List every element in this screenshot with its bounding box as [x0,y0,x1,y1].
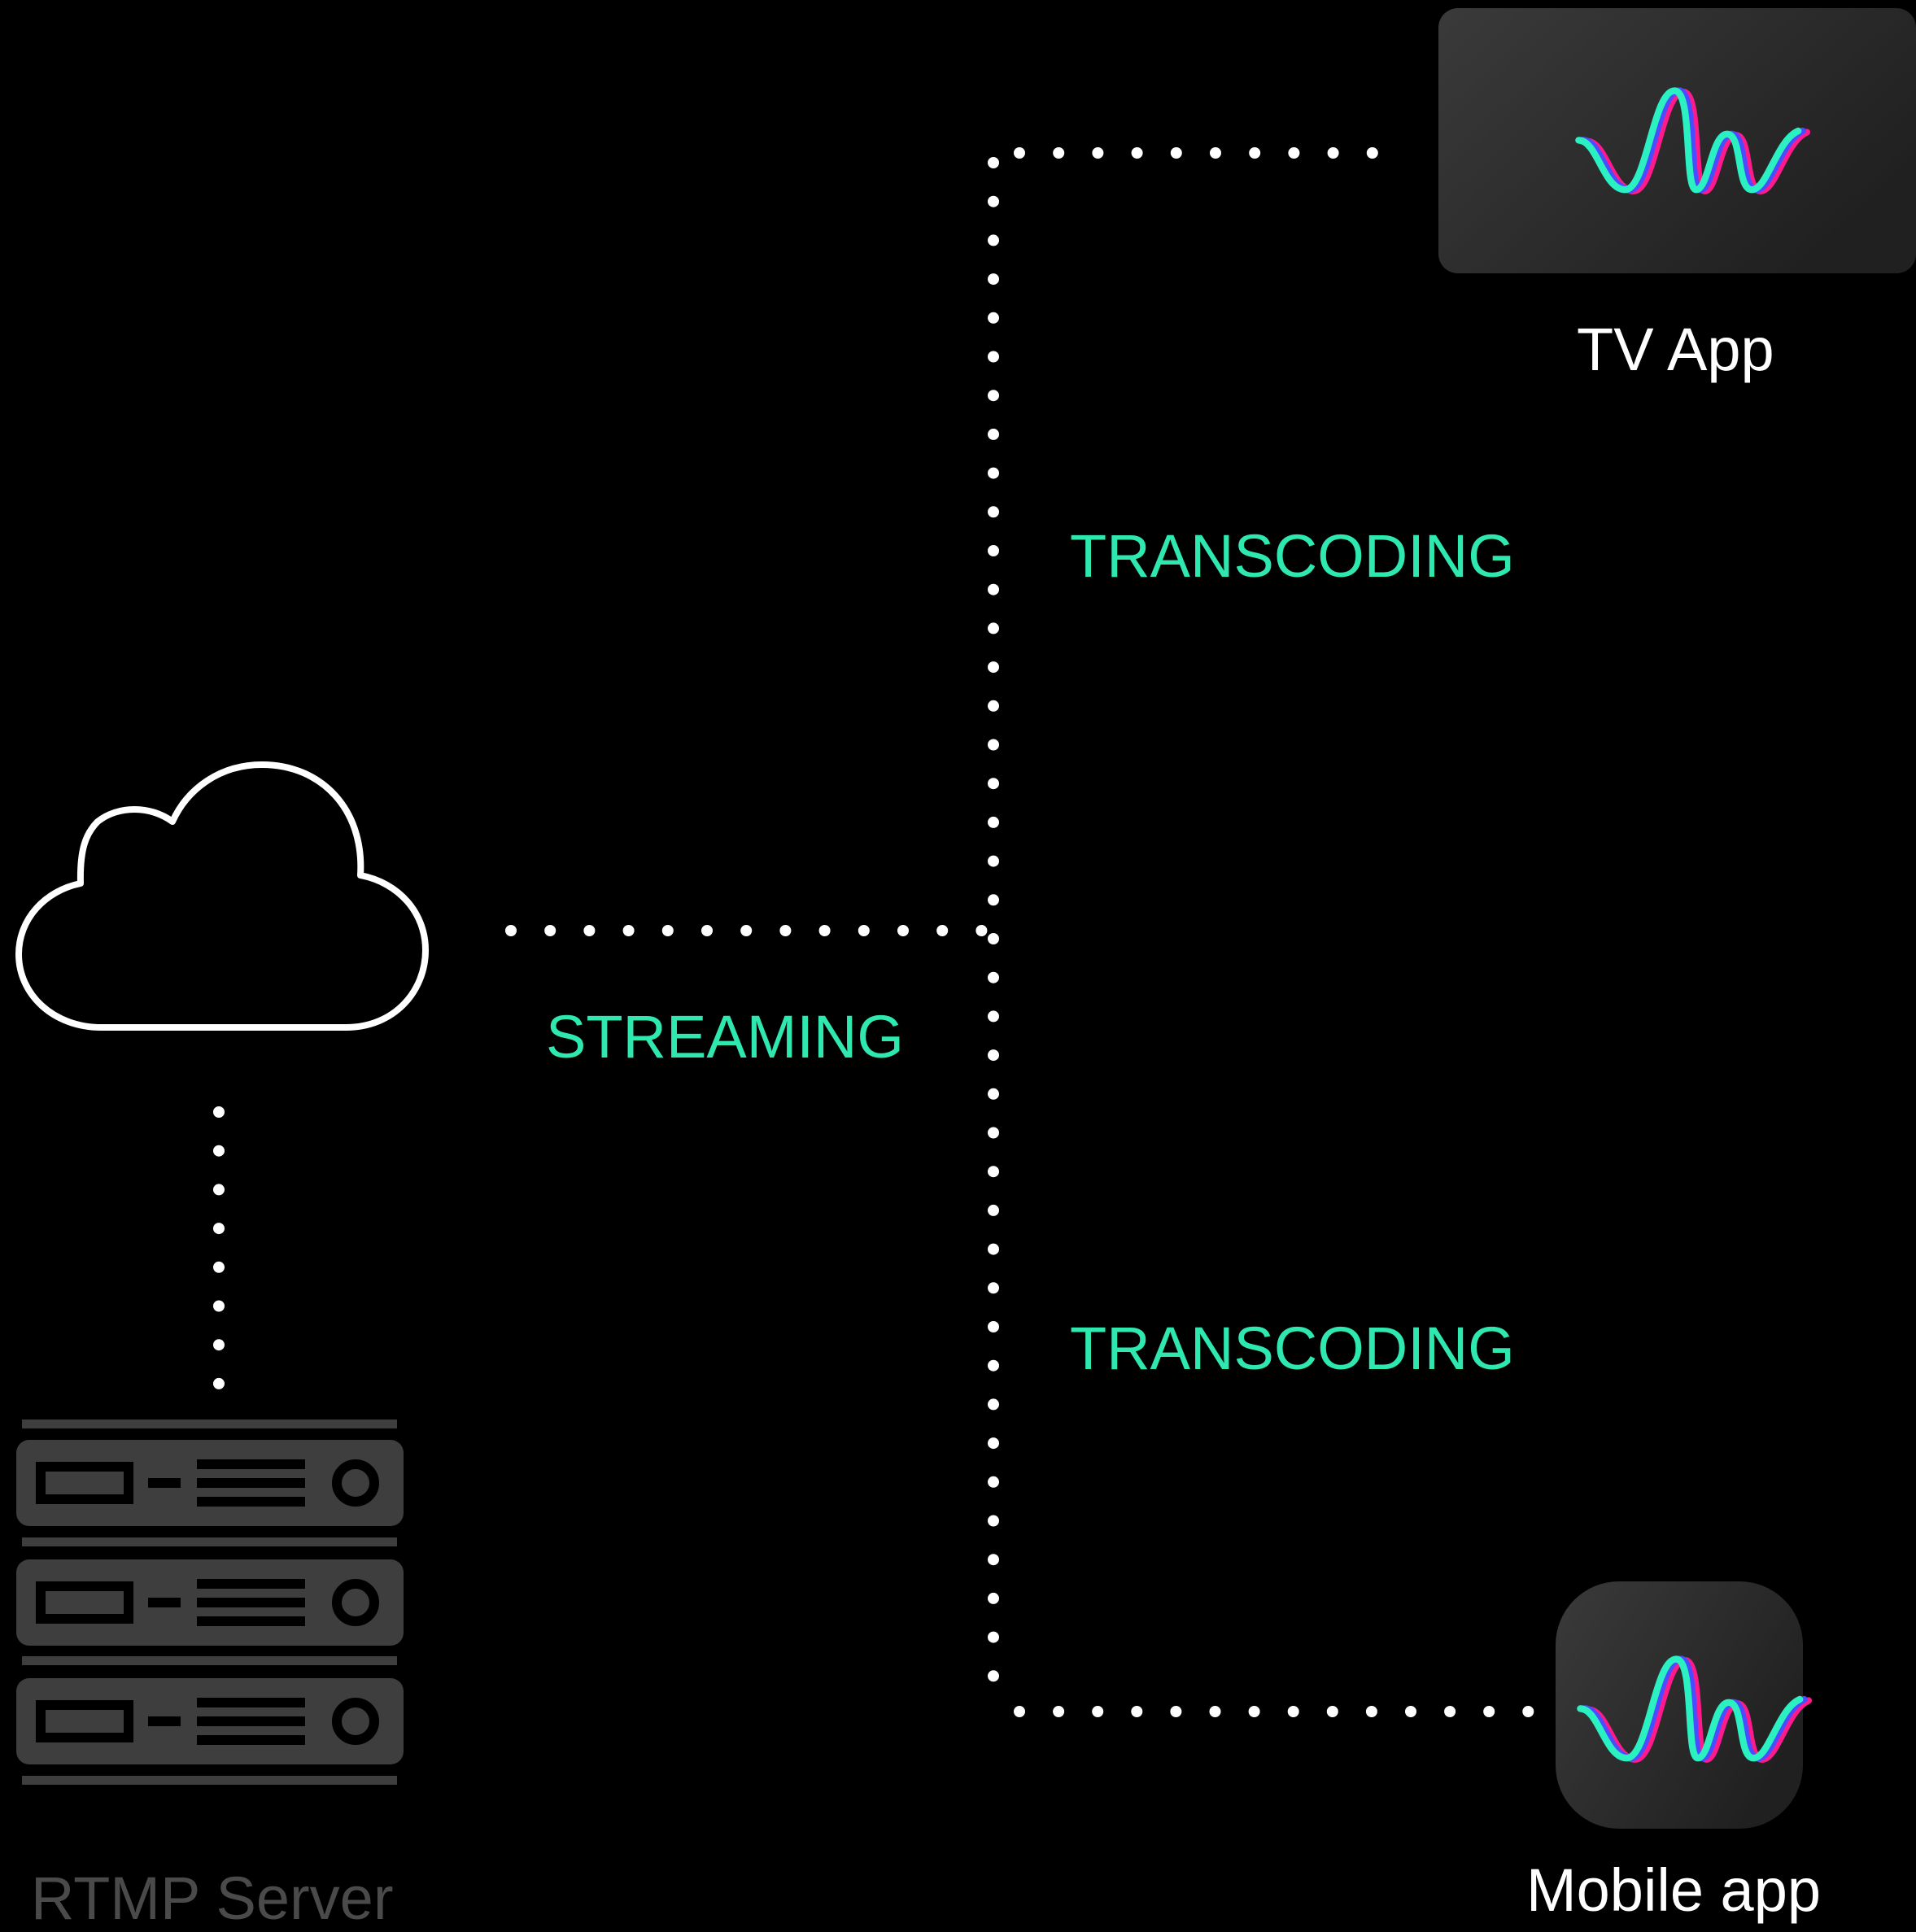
server-label: RTMP Server [31,1864,394,1932]
flow-label-transcoding-mobile: TRANSCODING [1070,1315,1515,1382]
tv-app-label: TV App [1577,316,1774,383]
cloud-icon [15,761,429,1031]
flow-label-transcoding-tv: TRANSCODING [1070,522,1515,590]
mobile-app-tile [1556,1581,1809,1829]
mobile-app-label: Mobile app [1526,1856,1822,1924]
tv-app-tile [1438,8,1916,273]
server-rack-icon [16,1420,404,1785]
flow-label-streaming: STREAMING [546,1003,904,1071]
